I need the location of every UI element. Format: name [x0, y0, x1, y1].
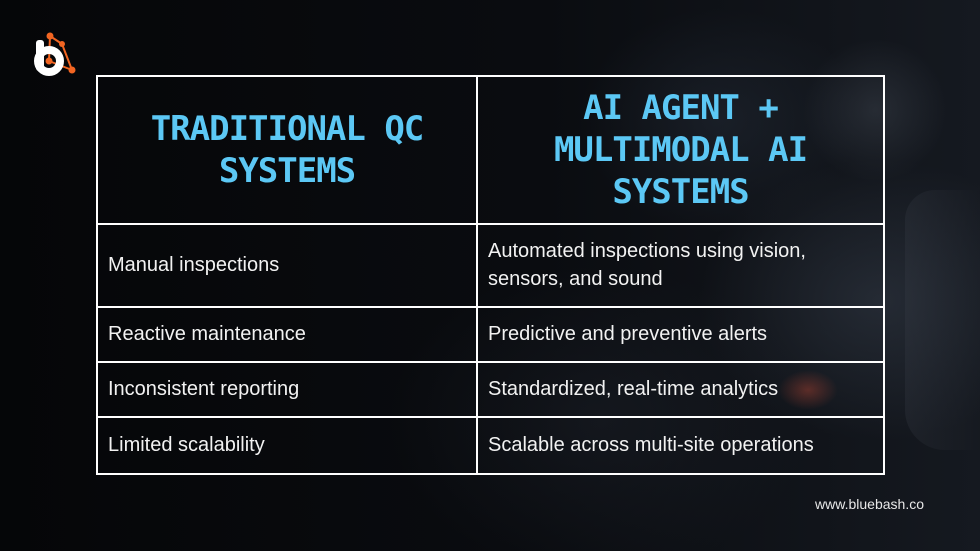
header-ai-agent-multimodal: AI AGENT + MULTIMODAL AI SYSTEMS	[476, 74, 885, 226]
header-traditional-qc: TRADITIONAL QC SYSTEMS	[96, 74, 478, 226]
table-header-row: TRADITIONAL QC SYSTEMS AI AGENT + MULTIM…	[96, 74, 885, 226]
traditional-cell: Limited scalability	[96, 415, 478, 476]
comparison-table: TRADITIONAL QC SYSTEMS AI AGENT + MULTIM…	[96, 74, 885, 476]
traditional-cell: Inconsistent reporting	[96, 360, 478, 418]
traditional-cell: Reactive maintenance	[96, 305, 478, 363]
robot-arm-graphic	[905, 190, 980, 450]
table-row: Manual inspections Automated inspections…	[96, 223, 885, 308]
ai-cell: Predictive and preventive alerts	[476, 305, 885, 363]
traditional-cell: Manual inspections	[96, 223, 478, 308]
website-url: www.bluebash.co	[815, 496, 924, 512]
table-row: Inconsistent reporting Standardized, rea…	[96, 360, 885, 418]
ai-cell: Scalable across multi-site operations	[476, 415, 885, 476]
table-row: Limited scalability Scalable across mult…	[96, 415, 885, 476]
ai-cell: Automated inspections using vision, sens…	[476, 223, 885, 308]
table-row: Reactive maintenance Predictive and prev…	[96, 305, 885, 363]
bluebash-logo	[28, 30, 78, 82]
ai-cell: Standardized, real-time analytics	[476, 360, 885, 418]
